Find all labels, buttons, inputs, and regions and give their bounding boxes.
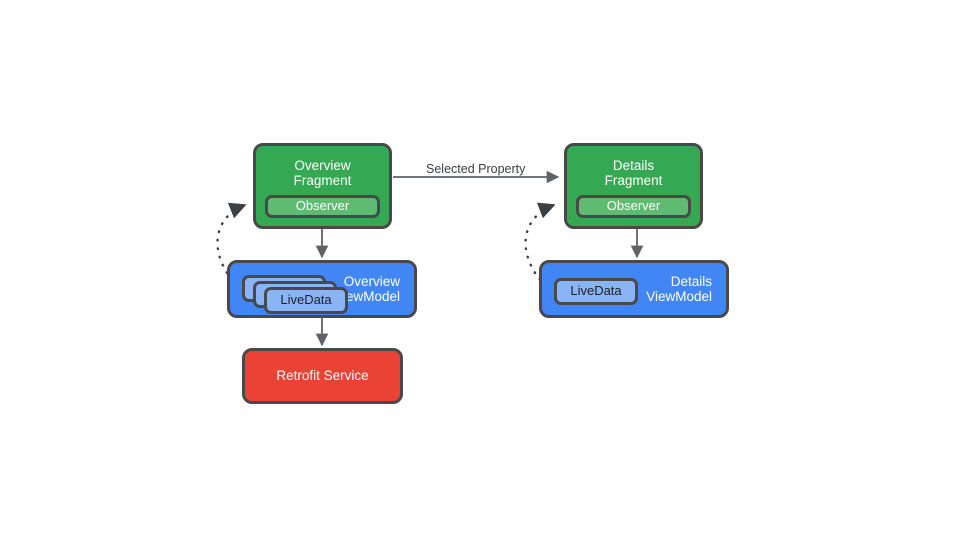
node-details-viewmodel[interactable]: LiveData Details ViewModel [539,260,729,318]
node-details-fragment-title: Details Fragment [604,158,663,189]
node-details-viewmodel-title: Details ViewModel [646,273,712,304]
overview-observer-chip[interactable]: Observer [265,195,380,218]
details-livedata-chip[interactable]: LiveData [554,278,638,305]
overview-livedata-chip-front[interactable]: LiveData [264,287,348,314]
node-overview-fragment-title: Overview Fragment [293,158,352,189]
node-details-fragment[interactable]: Details Fragment Observer [564,143,703,229]
node-retrofit-service-title: Retrofit Service [276,368,369,384]
node-overview-fragment[interactable]: Overview Fragment Observer [253,143,392,229]
node-overview-viewmodel[interactable]: LiveData Overview ViewModel [227,260,417,318]
node-overview-viewmodel-title: Overview ViewModel [334,273,400,304]
node-retrofit-service[interactable]: Retrofit Service [242,348,403,404]
edge-label-selected-property: Selected Property [426,162,526,176]
details-observer-chip[interactable]: Observer [576,195,691,218]
